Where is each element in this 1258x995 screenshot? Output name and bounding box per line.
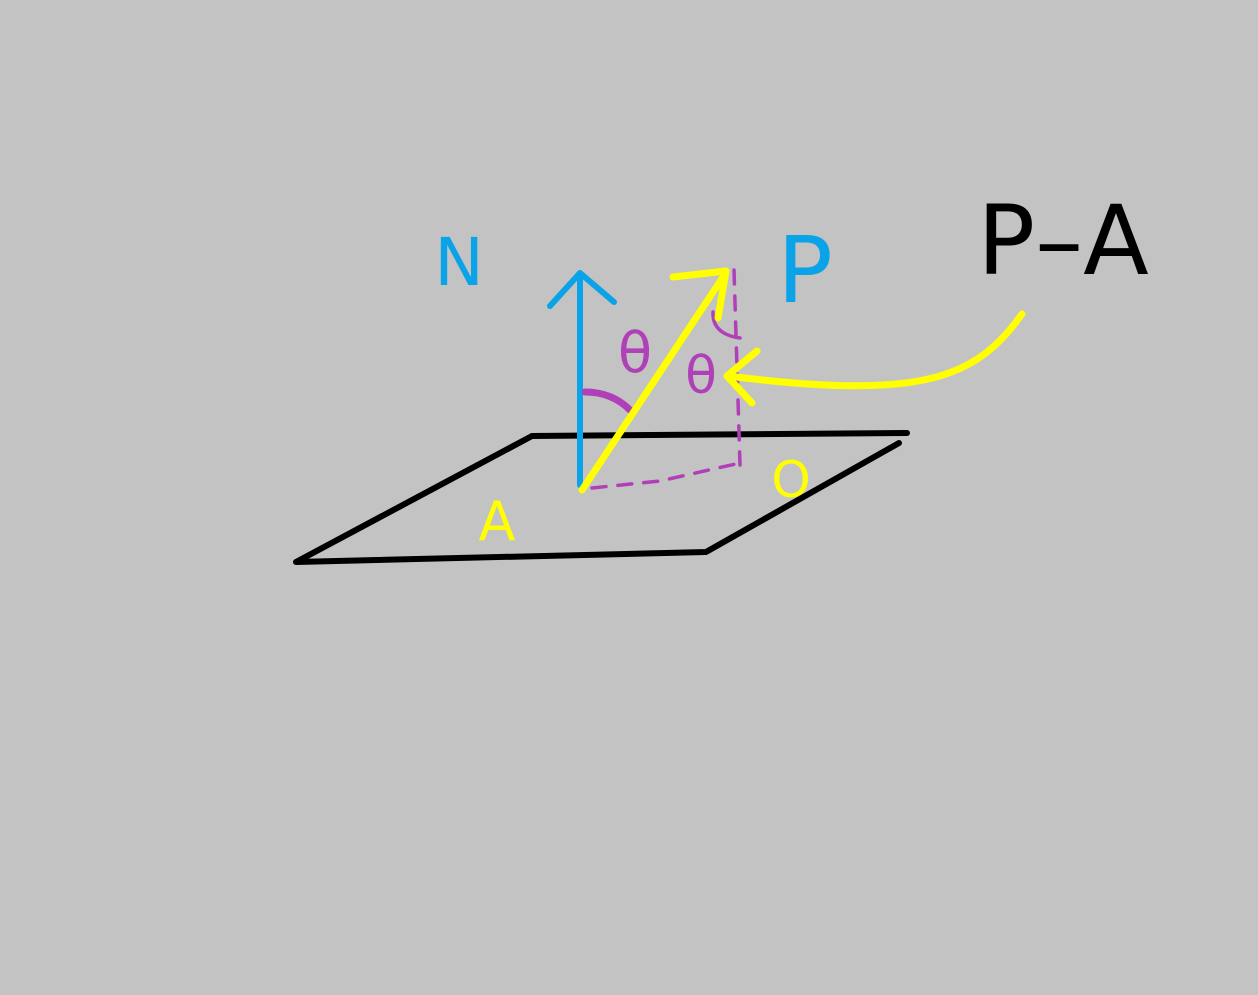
angle-arc-top bbox=[711, 310, 742, 340]
difference-shaft bbox=[578, 270, 729, 494]
plane-outline bbox=[293, 430, 910, 565]
projection-lines bbox=[590, 268, 742, 490]
label-normal: N bbox=[434, 224, 483, 301]
label-point-a: A bbox=[479, 490, 516, 553]
label-point-p: P bbox=[777, 217, 832, 324]
pointer-arrow bbox=[723, 310, 1026, 407]
plane bbox=[293, 430, 910, 565]
label-angle-2: θ bbox=[685, 346, 717, 406]
difference-arrowhead bbox=[669, 267, 730, 322]
difference-vector bbox=[578, 267, 730, 494]
angle-arc-base bbox=[581, 388, 634, 414]
label-angle-1: θ bbox=[618, 321, 652, 386]
pointer-curve bbox=[724, 310, 1026, 390]
pointer-arrowhead bbox=[723, 347, 761, 407]
label-difference: P–A bbox=[977, 185, 1149, 297]
normal-arrowhead bbox=[547, 270, 617, 309]
label-point-o: O bbox=[771, 451, 810, 509]
vertical-dashed-line bbox=[732, 268, 742, 467]
normal-vector bbox=[547, 270, 617, 488]
base-dashed-line bbox=[590, 461, 742, 490]
